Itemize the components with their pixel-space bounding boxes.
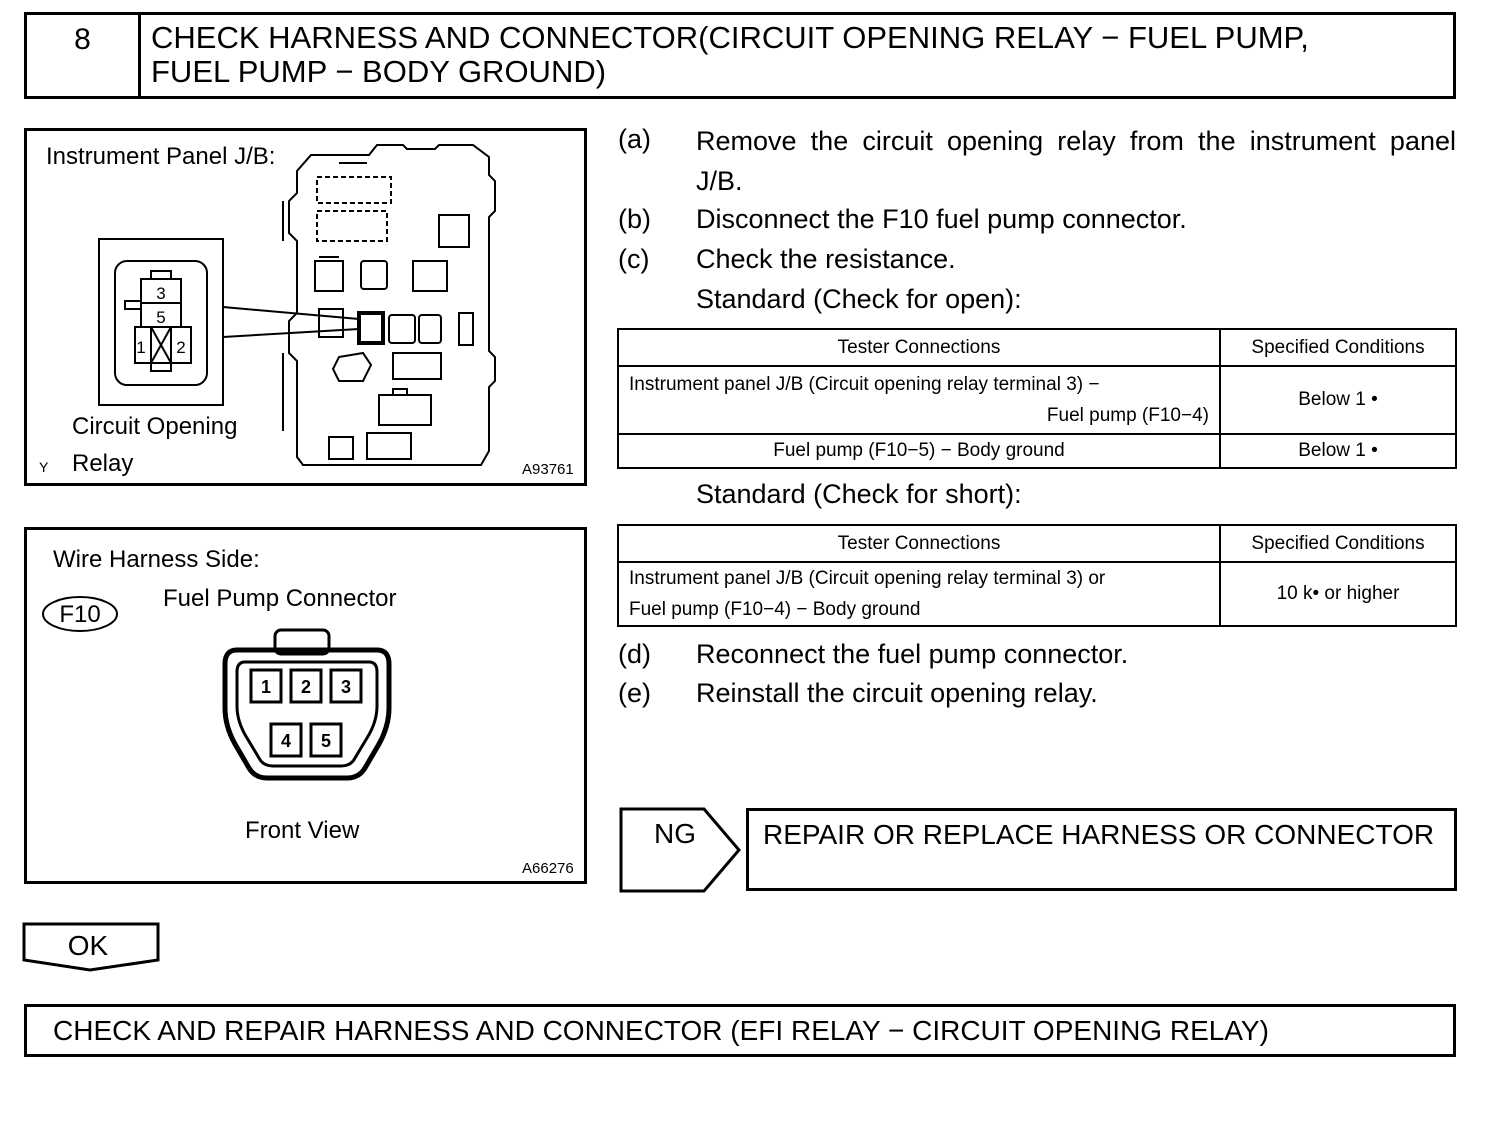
step-a-text: Remove the circuit opening relay from th…: [696, 126, 1456, 196]
pin-5: 5: [321, 731, 331, 751]
table-row: Fuel pump (F10−5) − Body ground Below 1 …: [617, 433, 1457, 469]
relay-terminal-3: 3: [156, 284, 165, 303]
step-b-text: Disconnect the F10 fuel pump connector.: [696, 204, 1187, 234]
relay-caption-line2: Relay: [72, 450, 134, 477]
next-step-text: CHECK AND REPAIR HARNESS AND CONNECTOR (…: [53, 1015, 1269, 1046]
step-c-text: Check the resistance.: [696, 244, 956, 274]
table-row: Instrument panel J/B (Circuit opening re…: [617, 365, 1457, 435]
pin-1: 1: [261, 677, 271, 697]
step-e-text: Reinstall the circuit opening relay.: [696, 678, 1098, 708]
figure-id: A66276: [522, 860, 574, 877]
fuel-pump-connector-figure: Wire Harness Side: F10 Fuel Pump Connect…: [24, 527, 587, 884]
ng-label: NG: [654, 818, 696, 849]
view-label: Front View: [245, 817, 360, 844]
relay-terminal-5: 5: [156, 308, 165, 327]
short-check-table: Tester Connections Specified Conditions …: [617, 524, 1457, 627]
table-row: Instrument panel J/B (Circuit opening re…: [617, 561, 1457, 627]
junction-block-diagram: 3 5 1 2: [98, 144, 496, 466]
step-header: 8 CHECK HARNESS AND CONNECTOR(CIRCUIT OP…: [24, 12, 1456, 99]
condition: Below 1 •: [1219, 433, 1457, 469]
connector-name: Fuel Pump Connector: [163, 585, 397, 612]
relay-terminal-2: 2: [176, 338, 185, 357]
header-tester-connections: Tester Connections: [617, 328, 1221, 367]
standard-short-heading: Standard (Check for short):: [696, 479, 1022, 509]
connection-line2: Fuel pump (F10−4) − Body ground: [629, 599, 921, 620]
ok-arrow: OK: [22, 922, 160, 972]
next-step-box: CHECK AND REPAIR HARNESS AND CONNECTOR (…: [24, 1004, 1456, 1057]
relay-terminal-1: 1: [136, 338, 145, 357]
step-d-letter: (d): [618, 639, 651, 669]
figure-label: Instrument Panel J/B:: [46, 143, 276, 170]
connection-line2: Fuel pump (F10−4): [1046, 405, 1209, 426]
header-specified-conditions: Specified Conditions: [1219, 524, 1457, 563]
junction-block-figure: Instrument Panel J/B:: [24, 128, 587, 486]
relay-caption-line1: Circuit Opening: [72, 413, 238, 440]
step-d-text: Reconnect the fuel pump connector.: [696, 639, 1129, 669]
header-specified-conditions: Specified Conditions: [1219, 328, 1457, 367]
step-title: CHECK HARNESS AND CONNECTOR(CIRCUIT OPEN…: [151, 20, 1309, 89]
ng-action-text: REPAIR OR REPLACE HARNESS OR CONNECTOR: [763, 819, 1435, 850]
step-b-letter: (b): [618, 204, 651, 234]
corner-mark: Y: [39, 459, 49, 475]
ok-label: OK: [68, 930, 109, 961]
figure-id: A93761: [522, 461, 574, 478]
header-tester-connections: Tester Connections: [617, 524, 1221, 563]
pin-2: 2: [301, 677, 311, 697]
step-number: 8: [27, 15, 141, 96]
connection-line1: Instrument panel J/B (Circuit opening re…: [629, 374, 1100, 395]
connector-code: F10: [59, 601, 100, 628]
condition: 10 k• or higher: [1219, 561, 1457, 627]
connection-line1: Instrument panel J/B (Circuit opening re…: [629, 568, 1106, 589]
open-check-table: Tester Connections Specified Conditions …: [617, 328, 1457, 469]
pin-3: 3: [341, 677, 351, 697]
pin-4: 4: [281, 731, 291, 751]
ng-action-box: REPAIR OR REPLACE HARNESS OR CONNECTOR: [746, 808, 1457, 891]
step-c-letter: (c): [618, 244, 650, 274]
condition: Below 1 •: [1219, 365, 1457, 435]
figure-label: Wire Harness Side:: [53, 546, 260, 573]
connection: Fuel pump (F10−5) − Body ground: [617, 433, 1221, 469]
step-a-letter: (a): [618, 124, 651, 154]
ng-arrow: NG: [619, 807, 741, 893]
connector-diagram: 1 2 3 4 5: [222, 628, 392, 781]
standard-open-heading: Standard (Check for open):: [696, 284, 1022, 314]
connector-code-badge: F10: [42, 596, 118, 632]
step-e-letter: (e): [618, 678, 651, 708]
